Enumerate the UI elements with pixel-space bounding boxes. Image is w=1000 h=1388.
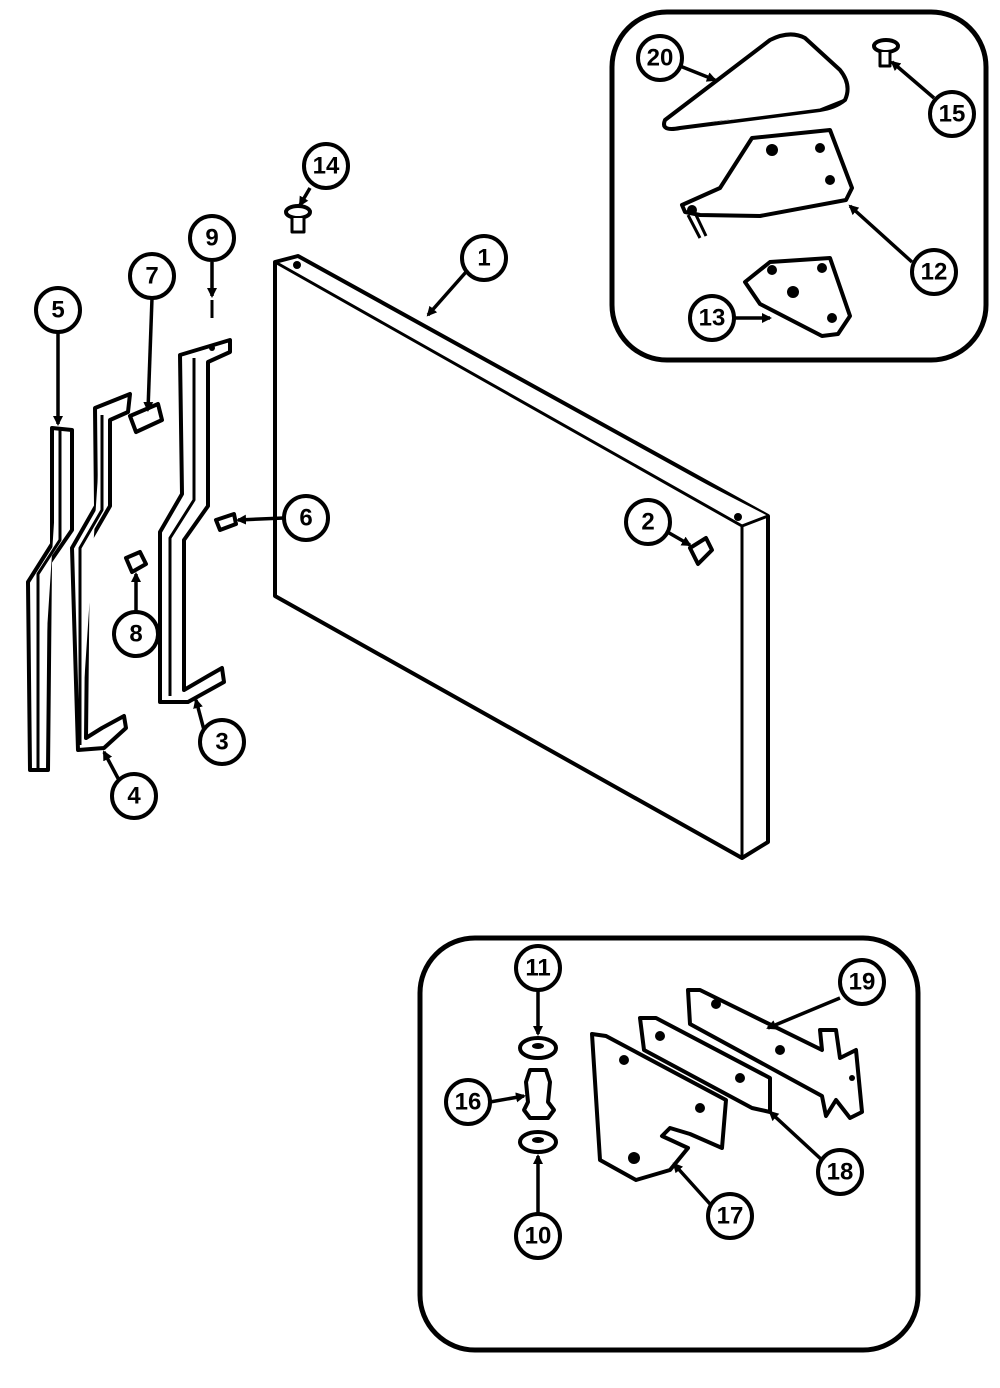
callout-12: 12 — [910, 248, 958, 296]
callout-10: 10 — [514, 1212, 562, 1260]
callout-2: 2 — [624, 498, 672, 546]
callout-4: 4 — [110, 772, 158, 820]
screw-part-14 — [284, 204, 312, 234]
callout-label-13: 13 — [699, 305, 726, 332]
screw-part-15 — [872, 38, 900, 68]
callout-label-14: 14 — [313, 153, 340, 180]
callout-label-7: 7 — [145, 263, 158, 290]
callout-15: 15 — [928, 90, 976, 138]
callout-label-16: 16 — [455, 1089, 482, 1116]
callout-label-6: 6 — [299, 505, 312, 532]
callout-3: 3 — [198, 718, 246, 766]
hinge-part-12 — [680, 128, 854, 239]
bracket-part-19 — [686, 988, 864, 1120]
callout-label-12: 12 — [921, 259, 948, 286]
shim-part-13 — [743, 256, 852, 338]
callout-label-11: 11 — [525, 955, 550, 982]
hinge-detail-inset — [609, 9, 989, 363]
hinge-pin-part-16 — [522, 1068, 556, 1120]
washer-part-11 — [518, 1036, 558, 1060]
callout-label-1: 1 — [477, 245, 490, 272]
callout-label-2: 2 — [641, 509, 654, 536]
callout-8: 8 — [112, 610, 160, 658]
handle-part-3 — [158, 338, 232, 704]
callout-14: 14 — [302, 142, 350, 190]
callout-label-5: 5 — [51, 297, 64, 324]
callout-label-10: 10 — [525, 1223, 552, 1250]
callout-label-8: 8 — [129, 621, 142, 648]
callout-label-18: 18 — [827, 1159, 854, 1186]
hinge-cover-part-20 — [662, 32, 850, 131]
callout-label-9: 9 — [205, 225, 218, 252]
callout-label-20: 20 — [647, 45, 674, 72]
trim-strip-part-5 — [26, 426, 74, 772]
callout-13: 13 — [688, 294, 736, 342]
callout-label-17: 17 — [717, 1203, 744, 1230]
washer-part-10 — [518, 1130, 558, 1154]
callout-6: 6 — [282, 494, 330, 542]
callout-label-3: 3 — [215, 729, 228, 756]
door-panel-part-1 — [273, 254, 770, 860]
callout-label-4: 4 — [127, 783, 141, 810]
screw-part-2 — [688, 536, 714, 566]
callout-1: 1 — [460, 234, 508, 282]
callout-label-19: 19 — [849, 969, 876, 996]
callout-9: 9 — [188, 214, 236, 262]
nut-part-8 — [124, 550, 148, 574]
callout-11: 11 — [514, 944, 562, 992]
callout-20: 20 — [636, 34, 684, 82]
bracket-part-17 — [590, 1032, 728, 1182]
callout-17: 17 — [706, 1192, 754, 1240]
leader-lines — [53, 60, 936, 1214]
handle-strip-part-4 — [70, 392, 132, 752]
callout-18: 18 — [816, 1148, 864, 1196]
screw-part-6 — [214, 512, 238, 532]
callout-5: 5 — [34, 286, 82, 334]
callout-19: 19 — [838, 958, 886, 1006]
callout-16: 16 — [444, 1078, 492, 1126]
callout-7: 7 — [128, 252, 176, 300]
callout-label-15: 15 — [939, 101, 966, 128]
hinge-bracket-detail-inset — [417, 935, 921, 1353]
clip-part-7 — [128, 402, 164, 434]
